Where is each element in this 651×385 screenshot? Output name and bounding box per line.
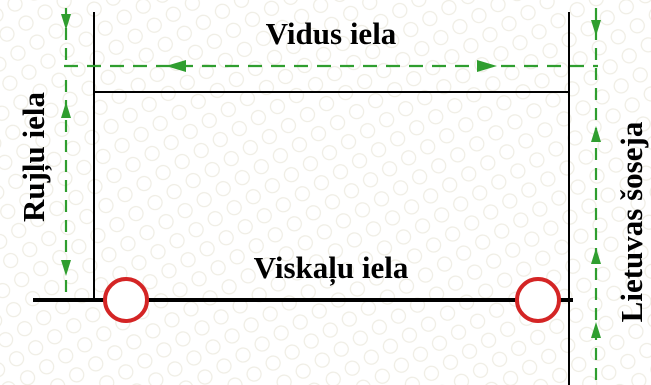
- arrow-up-icon: [591, 322, 601, 338]
- arrow-right-icon: [477, 60, 497, 72]
- route-arrows-lietuvas-soseja: [591, 8, 601, 385]
- route-arrows-rujlu-iela: [61, 8, 71, 300]
- street-label-left: Rujļu iela: [16, 91, 52, 222]
- arrow-up-icon: [61, 102, 71, 118]
- street-label-right: Lietuvas šoseja: [614, 121, 649, 322]
- arrow-left-icon: [166, 60, 186, 72]
- street-label-top: Vidus iela: [266, 16, 397, 51]
- arrow-up-icon: [591, 126, 601, 142]
- intersection-marker-icon: [103, 277, 149, 323]
- street-label-bottom: Viskaļu iela: [254, 250, 409, 286]
- arrow-down-icon: [591, 20, 601, 36]
- route-arrows-vidus-iela: [64, 60, 598, 72]
- arrow-down-icon: [61, 14, 71, 30]
- arrow-down-icon: [61, 260, 71, 276]
- intersection-marker-icon: [515, 277, 561, 323]
- arrow-up-icon: [591, 248, 601, 264]
